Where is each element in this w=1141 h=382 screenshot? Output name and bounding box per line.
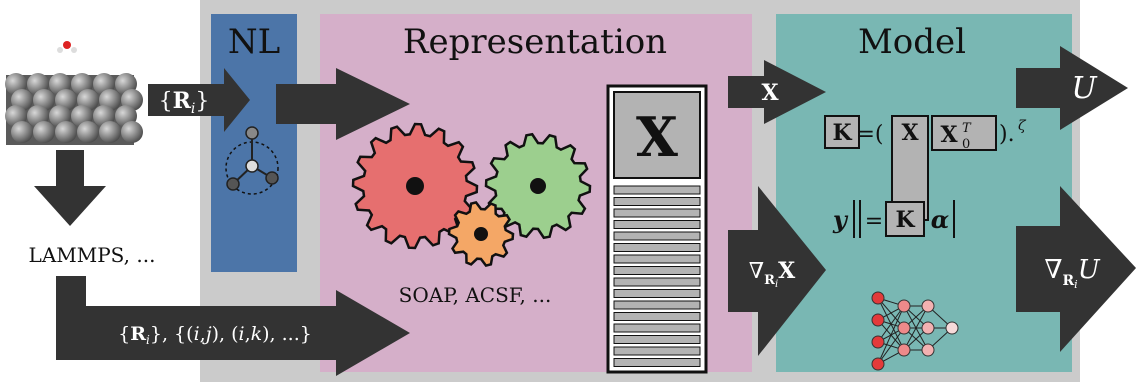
matrix-icon: X [606, 84, 708, 374]
gear-hub [530, 178, 546, 194]
matrix-row [613, 266, 701, 275]
svg-text:X: X [901, 120, 919, 146]
u-out-label: U [1071, 71, 1098, 106]
svg-text:K: K [832, 120, 852, 146]
arrow-neighbor-list [56, 276, 410, 376]
svg-text:T: T [962, 121, 972, 136]
gear-green-icon [484, 132, 592, 240]
svg-text:=(: =( [856, 122, 883, 147]
matrix-row [613, 220, 701, 229]
svg-text:K: K [895, 207, 915, 233]
arrow-nl-to-representation [276, 68, 410, 140]
neighbor-triangle-icon [225, 126, 279, 195]
nn-node [921, 343, 935, 357]
nl-panel [211, 14, 297, 272]
nn-node [897, 343, 911, 357]
arrow-grad-x [728, 186, 826, 356]
matrix-row [613, 358, 701, 367]
nn-node [871, 357, 885, 371]
weights-equation: y = K α [832, 200, 955, 238]
svg-text:0: 0 [962, 137, 970, 152]
neural-network-icon [871, 291, 959, 371]
nn-edge [877, 327, 905, 365]
matrix-row [613, 346, 701, 356]
svg-text:=: = [865, 209, 883, 234]
nn-edge [877, 305, 905, 365]
matrix-row [613, 300, 701, 310]
svg-text:).: ). [999, 122, 1015, 147]
nn-node [871, 335, 885, 349]
arrow-grad-u [1016, 186, 1136, 352]
nn-node [897, 299, 911, 313]
slab-atom [11, 121, 33, 143]
neighbors-label: {Ri}, {(i,j), (i,k), ...} [118, 323, 312, 347]
gear-red-icon [351, 122, 479, 250]
slab-atom [121, 121, 143, 143]
arrow-x-out [728, 60, 826, 124]
gears-group [351, 122, 592, 268]
arrow-u-out [1016, 46, 1128, 130]
model-title: Model [858, 22, 966, 62]
nn-node [871, 313, 885, 327]
svg-text:α: α [931, 205, 949, 234]
svg-text:ζ: ζ [1018, 118, 1027, 134]
svg-text:X: X [940, 122, 958, 148]
gear-orange-icon [447, 200, 515, 268]
matrix-row [613, 243, 701, 252]
matrix-row [613, 289, 701, 298]
nl-title: NL [228, 22, 280, 62]
nn-node [921, 299, 935, 313]
matrix-row [613, 231, 701, 241]
matrix-row [613, 208, 701, 218]
nn-edge [877, 305, 905, 343]
slab-atom [33, 121, 55, 143]
gear-hub [406, 177, 424, 195]
positions-label: {Ri} [159, 88, 210, 117]
nn-node [945, 321, 959, 335]
gear-hub [474, 227, 488, 241]
matrix-row [613, 185, 701, 195]
svg-text:y: y [832, 205, 849, 234]
matrix-row [613, 197, 701, 206]
matrix-row [613, 335, 701, 344]
slab-atom [99, 121, 121, 143]
nn-node [871, 291, 885, 305]
nn-node [897, 321, 911, 335]
arrow-slab-down [34, 150, 106, 226]
slab-atom [77, 121, 99, 143]
arrow-slab-to-nl [148, 68, 250, 132]
nn-node [921, 321, 935, 335]
slab-atom [55, 121, 77, 143]
lammps-label: LAMMPS, ... [29, 243, 156, 267]
descriptors-label: SOAP, ACSF, ... [399, 283, 552, 307]
matrix-row [613, 312, 701, 321]
surface-slab-icon [5, 73, 143, 145]
molecule-icon [57, 41, 77, 53]
x-out-label: X [761, 80, 779, 106]
representation-title: Representation [403, 22, 667, 62]
matrix-row [613, 254, 701, 264]
feature-matrix-label: X [636, 105, 678, 169]
matrix-row [613, 323, 701, 333]
nn-edge [903, 305, 929, 351]
matrix-row [613, 277, 701, 287]
